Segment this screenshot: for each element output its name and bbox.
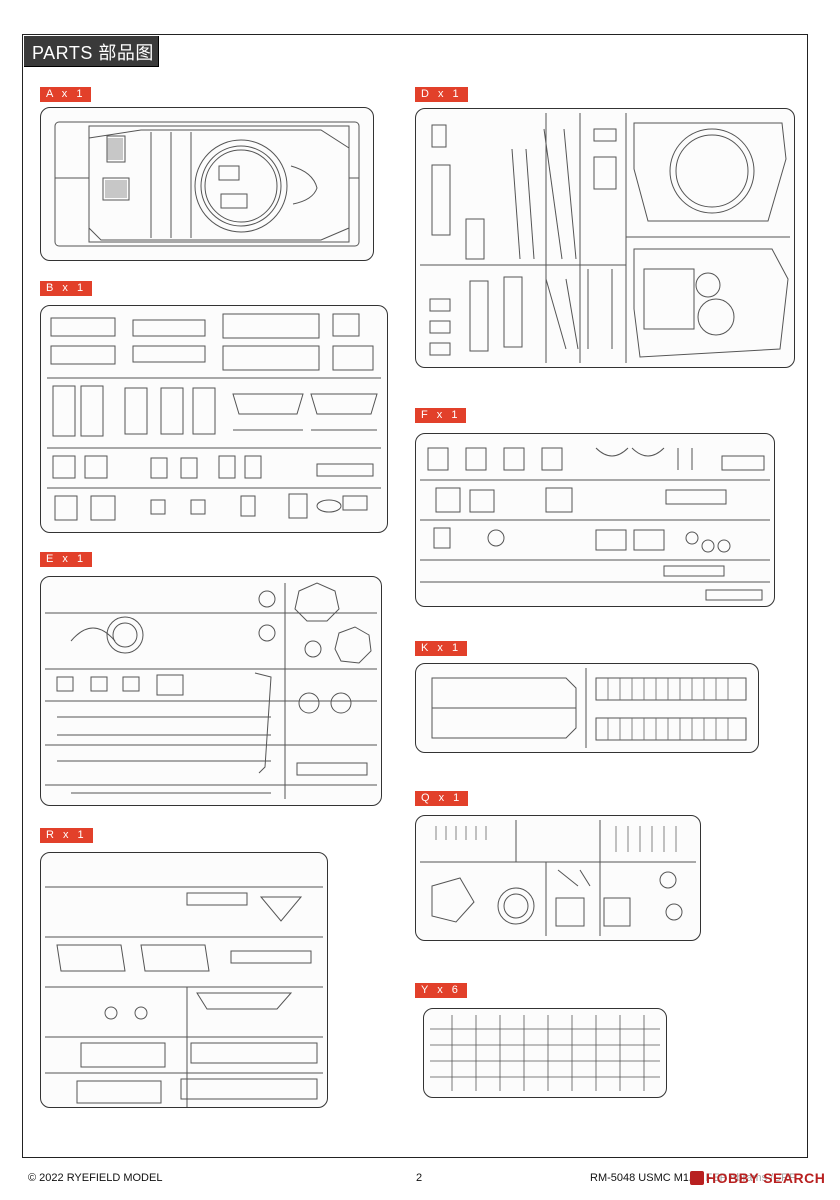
- page-frame: [22, 34, 808, 1158]
- sprue-tag-a: A x 1: [40, 87, 92, 102]
- sprue-y-drawing: [423, 1008, 667, 1098]
- hobby-search-watermark: HOBBY SEARCH: [688, 1170, 828, 1186]
- footer-page-number: 2: [416, 1172, 423, 1184]
- sprue-tag-e: E x 1: [40, 552, 93, 567]
- sprue-d-drawing: [415, 108, 795, 368]
- sprue-tag-k: K x 1: [415, 641, 468, 656]
- sprue-b-drawing: [40, 305, 388, 533]
- watermark-text: HOBBY SEARCH: [706, 1170, 826, 1186]
- sprue-tag-b: B x 1: [40, 281, 93, 296]
- sprue-f-drawing: [415, 433, 775, 607]
- sprue-tag-y: Y x 6: [415, 983, 467, 998]
- sprue-tag-q: Q x 1: [415, 791, 469, 806]
- sprue-tag-r: R x 1: [40, 828, 93, 843]
- hobby-search-logo-icon: [690, 1171, 704, 1185]
- sprue-r-drawing: [40, 852, 328, 1108]
- parts-title-box: PARTS 部品图: [24, 36, 159, 67]
- sprue-tag-d: D x 1: [415, 87, 468, 102]
- page-title: PARTS 部品图: [32, 43, 154, 63]
- sprue-q-drawing: [415, 815, 701, 941]
- footer-copyright: © 2022 RYEFIELD MODEL: [28, 1172, 163, 1184]
- sprue-k-drawing: [415, 663, 759, 753]
- sprue-a-drawing: [40, 107, 374, 261]
- sprue-e-drawing: [40, 576, 382, 806]
- sprue-tag-f: F x 1: [415, 408, 467, 423]
